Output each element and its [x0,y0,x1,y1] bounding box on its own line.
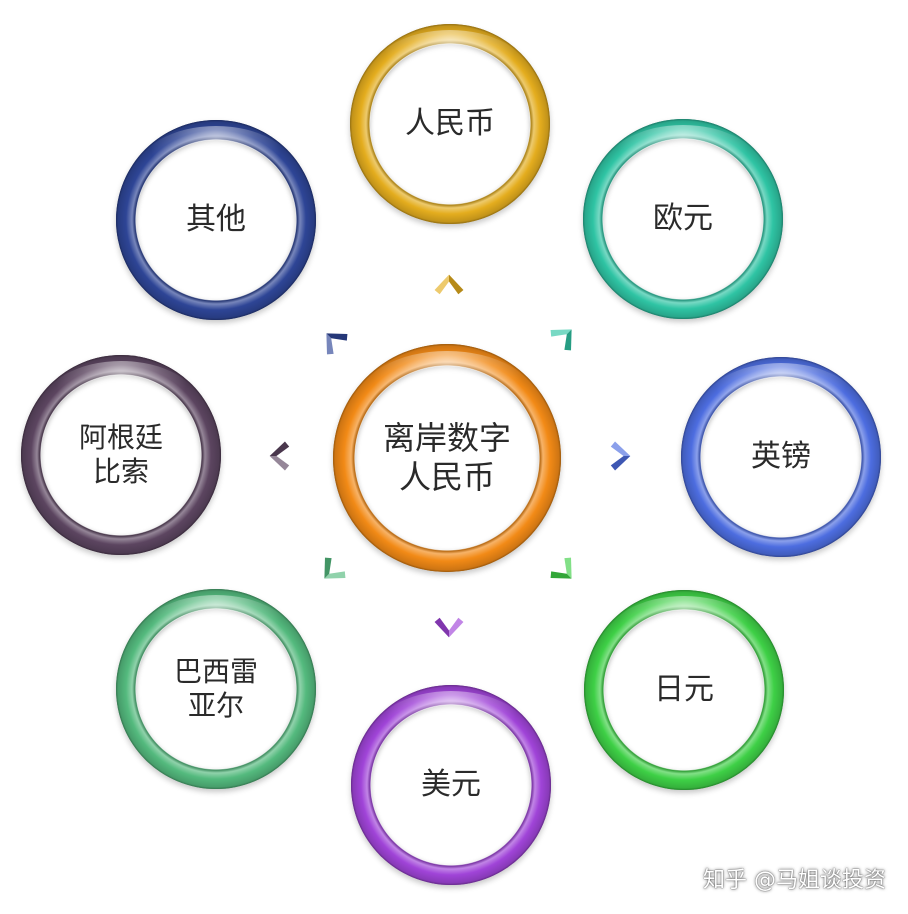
currency-label-line: 英镑 [751,438,811,474]
currency-label-line: 阿根廷 [78,420,163,454]
currency-label-line: 日元 [654,671,714,707]
watermark: 知乎 @马姐谈投资 [703,868,886,893]
currency-label-other: 其他 [116,120,316,320]
chevron-arrow-icon [326,333,348,355]
chevron-arrow-icon [610,441,631,471]
currency-label-ars: 阿根廷比索 [21,355,221,555]
currency-label-line: 其他 [186,201,246,237]
chevron-arrow-icon [434,617,464,638]
chevron-arrow-icon [269,441,290,471]
chevron-arrow-icon [324,557,346,579]
chevron-arrow-icon [550,329,572,351]
currency-ring-usd [351,685,551,885]
currency-label-line: 美元 [421,766,481,802]
currency-label-brl: 巴西雷亚尔 [116,589,316,789]
currency-label-line: 比索 [92,455,149,488]
currency-label-usd: 美元 [351,685,551,885]
currency-label-jpy: 日元 [584,590,784,790]
currency-label-rmb: 人民币 [350,24,550,224]
currency-label-gbp: 英镑 [681,357,881,557]
center-label-line: 人民币 [398,458,495,496]
center-ring [333,344,561,572]
chevron-arrow-icon [550,557,572,579]
center-label-line: 离岸数字 [382,418,511,457]
center-label: 离岸数字 人民币 [333,344,561,572]
currency-label-line: 人民币 [405,105,495,141]
chevron-arrow-icon [434,274,464,295]
currency-label-eur: 欧元 [583,119,783,319]
currency-label-line: 欧元 [653,200,713,236]
currency-label-line: 巴西雷 [173,654,258,688]
currency-label-line: 亚尔 [187,689,244,722]
